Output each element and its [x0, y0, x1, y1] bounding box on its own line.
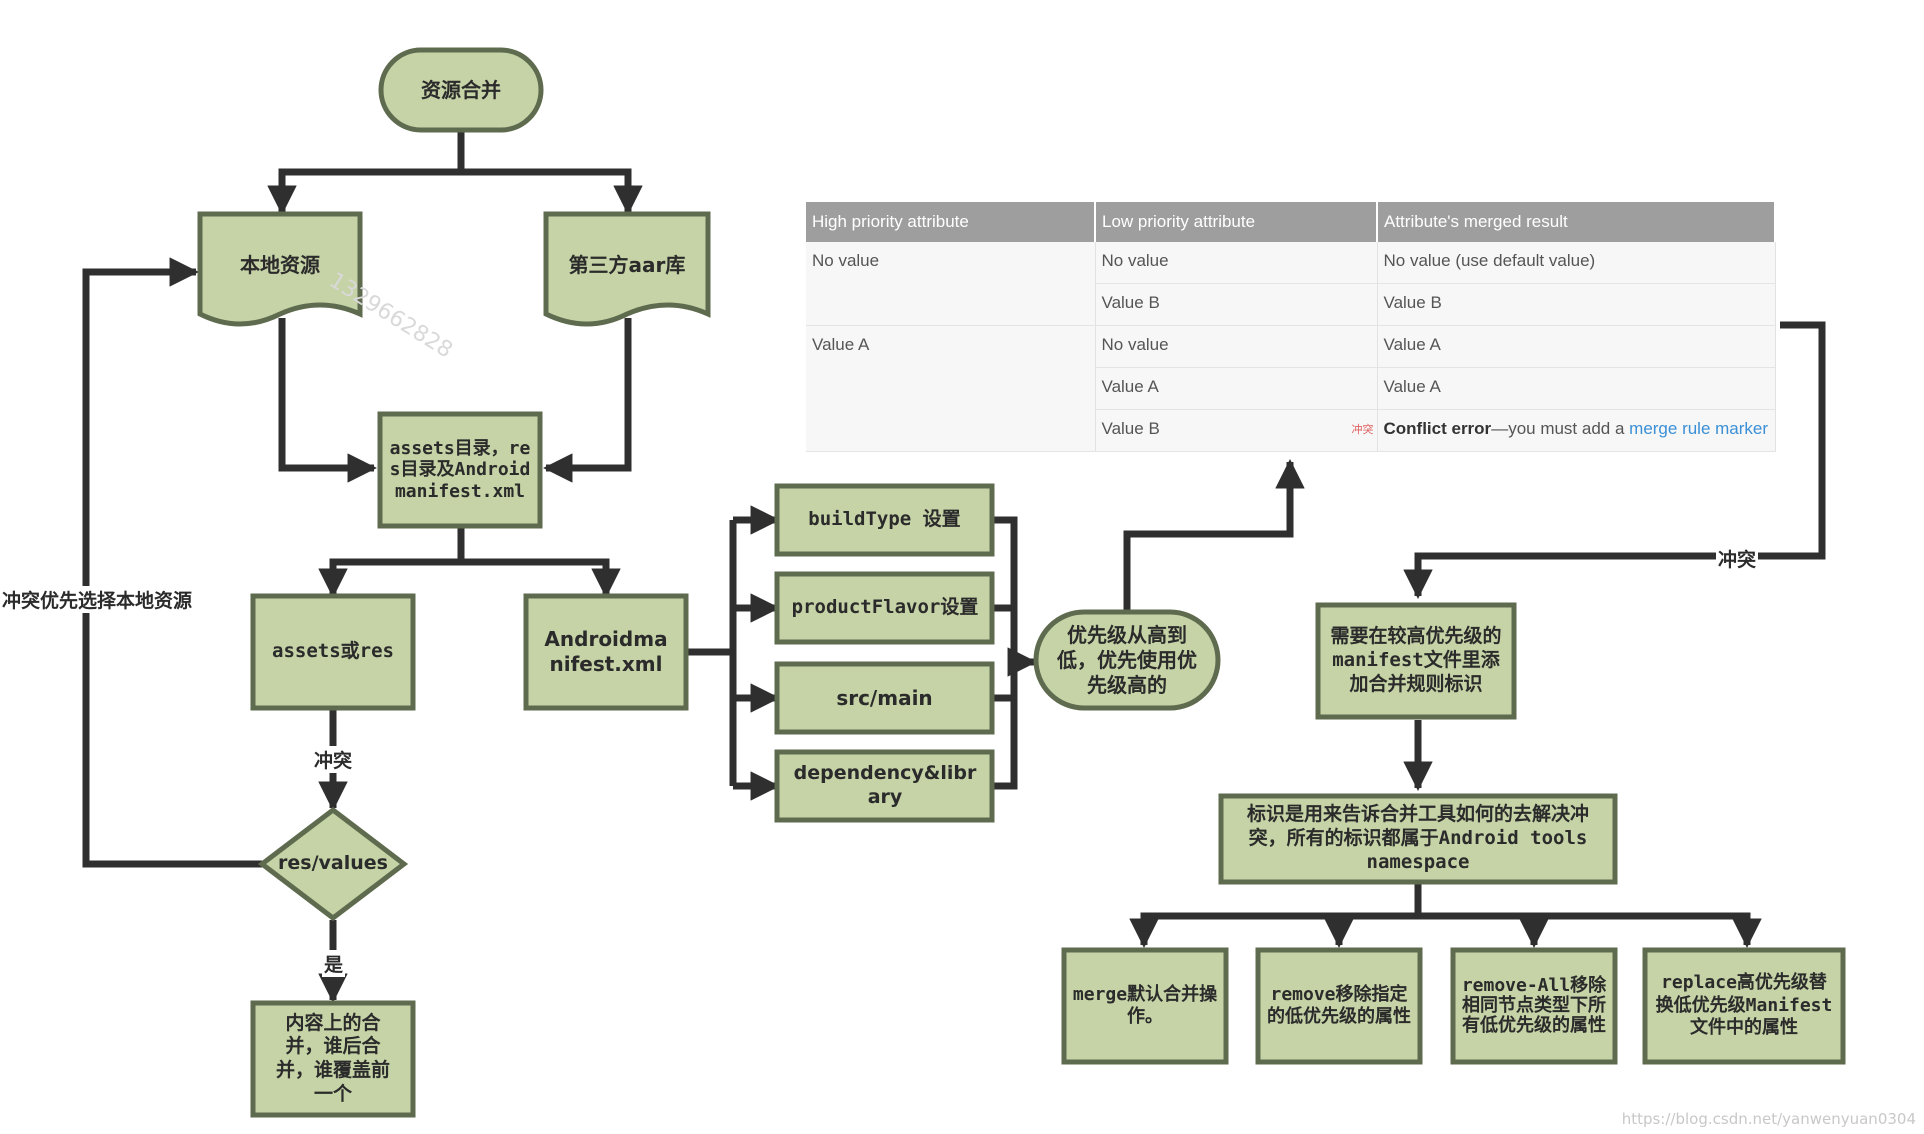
cell-result: No value (use default value) — [1377, 242, 1776, 284]
edge-collect-manifest — [461, 558, 621, 598]
table-header-row: High priority attribute Low priority att… — [806, 202, 1776, 242]
cell-high — [806, 409, 1096, 452]
content-shape — [250, 1000, 416, 1118]
conflict-mid-text: —you must add a — [1491, 419, 1630, 438]
local-shape — [197, 211, 363, 327]
edge-priority-table — [1123, 459, 1305, 612]
buildtype-shape — [774, 483, 995, 557]
cell-high — [806, 367, 1096, 410]
conflict-tag: 冲突 — [1351, 424, 1374, 436]
removeall-shape — [1450, 947, 1618, 1065]
edge-third-collect — [543, 318, 632, 483]
start-shape — [378, 47, 544, 133]
edge-to-replace — [1418, 912, 1762, 948]
need-marker-shape — [1315, 602, 1517, 720]
cell-low: No value — [1095, 325, 1378, 368]
manifest-shape — [523, 593, 689, 711]
header-merged-result: Attribute's merged result — [1377, 202, 1776, 242]
table-row: No value No value No value (use default … — [806, 242, 1776, 284]
edge-local-collect — [278, 318, 377, 483]
cell-high: Value A — [806, 325, 1096, 368]
header-low-priority: Low priority attribute — [1095, 202, 1378, 242]
conflict-label-left: 冲突 — [312, 746, 355, 773]
edge-sources-collect — [992, 516, 1018, 790]
table-row: Value A No value Value A — [806, 325, 1776, 368]
edge-table-marker — [1403, 321, 1826, 599]
cell-result: Value A — [1377, 367, 1776, 410]
replace-shape — [1642, 947, 1846, 1065]
flavor-shape — [774, 571, 995, 645]
header-high-priority: High priority attribute — [806, 202, 1096, 242]
cell-high: No value — [806, 242, 1096, 284]
assets-shape — [250, 593, 416, 711]
connectors — [82, 130, 1826, 1003]
loop-back-label: 冲突优先选择本地资源 — [0, 586, 195, 613]
table-row: Value B Value B — [806, 283, 1776, 326]
cell-result-conflict: 冲突 Conflict error—you must add a merge r… — [1352, 409, 1776, 452]
edge-start-third — [461, 168, 643, 215]
node-shapes — [197, 47, 1846, 1118]
third-shape — [543, 211, 711, 327]
values-shape — [257, 806, 409, 922]
yes-label: 是 — [322, 950, 346, 977]
cell-low: Value B — [1095, 283, 1378, 326]
merge-shape — [1061, 947, 1229, 1065]
merge-rule-marker-link[interactable]: merge rule marker — [1629, 419, 1769, 438]
marker-desc-shape — [1218, 793, 1618, 885]
srcmain-shape — [774, 661, 995, 735]
priority-shape — [1033, 609, 1221, 711]
collect-shape — [377, 411, 543, 529]
remove-shape — [1255, 947, 1423, 1065]
cell-low: Value A — [1095, 367, 1378, 410]
table-row: Value B 冲突 Conflict error—you must add a… — [806, 409, 1776, 452]
cell-result: Value B — [1377, 283, 1776, 326]
cell-low: No value — [1095, 242, 1378, 284]
edge-collect-assets — [318, 526, 465, 598]
edge-to-merge — [1129, 882, 1422, 948]
cell-result: Value A — [1377, 325, 1776, 368]
footer-url: https://blog.csdn.net/yanwenyuan0304 — [1621, 1110, 1916, 1128]
conflict-error-text: Conflict error — [1383, 419, 1492, 438]
conflict-label-right: 冲突 — [1716, 545, 1759, 572]
merge-priority-table: High priority attribute Low priority att… — [806, 202, 1776, 452]
table-row: Value A Value A — [806, 367, 1776, 410]
cell-low: Value B — [1095, 409, 1378, 452]
dependency-shape — [774, 749, 995, 823]
edge-loop-local — [82, 257, 262, 868]
edge-start-local — [267, 130, 465, 215]
cell-high — [806, 283, 1096, 326]
